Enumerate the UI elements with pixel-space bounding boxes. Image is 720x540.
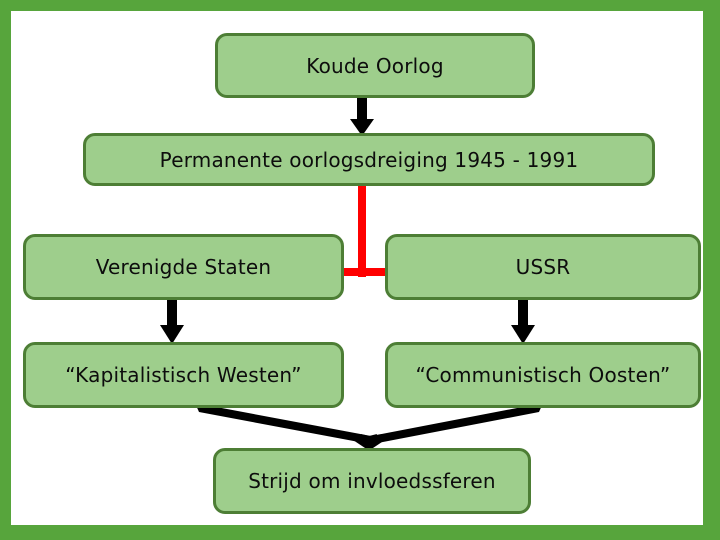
connector-koude-oorlog-to-oorlogsdreiging	[344, 95, 380, 137]
node-label: USSR	[515, 255, 571, 279]
node-label: “Communistisch Oosten”	[415, 363, 671, 387]
node-verenigde-staten[interactable]: Verenigde Staten	[23, 234, 344, 300]
node-label: “Kapitalistisch Westen”	[65, 363, 302, 387]
slide-frame-right	[703, 0, 720, 540]
slide-frame-bottom	[0, 525, 720, 540]
slide-frame-top	[0, 0, 720, 11]
connector-verenigde-staten-to-westen	[155, 297, 191, 345]
node-permanente-oorlogsdreiging[interactable]: Permanente oorlogsdreiging 1945 - 1991	[83, 133, 655, 186]
arrow-line-oosten-to-strijd	[367, 403, 543, 445]
node-label: Permanente oorlogsdreiging 1945 - 1991	[159, 147, 579, 172]
node-ussr[interactable]: USSR	[385, 234, 701, 300]
node-kapitalistisch-westen[interactable]: “Kapitalistisch Westen”	[23, 342, 344, 408]
node-label: Strijd om invloedssferen	[248, 469, 496, 493]
arrow-line-westen-to-strijd	[195, 403, 375, 445]
node-label: Verenigde Staten	[95, 255, 272, 279]
node-label: Koude Oorlog	[306, 53, 444, 78]
slide-frame-left	[0, 0, 11, 540]
connector-ussr-to-oosten	[506, 297, 542, 345]
node-strijd-om-invloedssferen[interactable]: Strijd om invloedssferen	[213, 448, 531, 514]
node-communistisch-oosten[interactable]: “Communistisch Oosten”	[385, 342, 701, 408]
node-koude-oorlog[interactable]: Koude Oorlog	[215, 33, 535, 98]
